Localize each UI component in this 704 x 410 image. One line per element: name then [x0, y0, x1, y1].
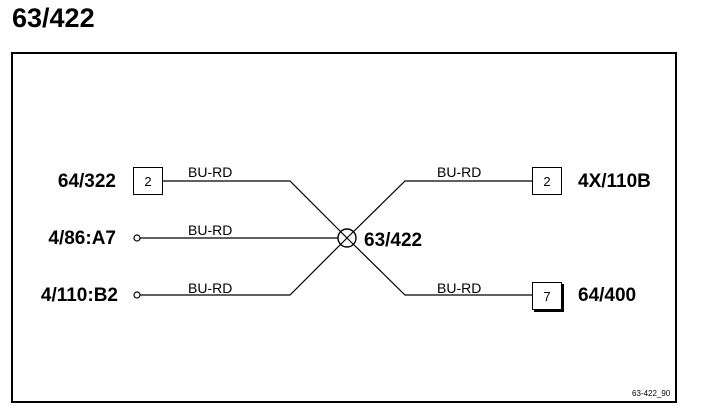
pin-box-64-322: 2 — [133, 167, 163, 195]
pin-box-4x-110b: 2 — [532, 167, 562, 195]
terminal-4-110-b2 — [133, 291, 141, 299]
wire-color-64-322: BU-RD — [188, 164, 233, 180]
wire-4x-110b — [346, 180, 532, 239]
connector-label-4-86-a7: 4/86:A7 — [48, 228, 116, 249]
wire-64-322 — [163, 180, 348, 239]
wire-color-4x-110b: BU-RD — [437, 164, 482, 180]
wire-color-4-110-b2: BU-RD — [188, 280, 233, 296]
connector-label-64-322: 64/322 — [57, 171, 116, 192]
connector-label-64-400: 64/400 — [578, 285, 637, 306]
terminal-4-86-a7 — [133, 234, 141, 242]
wire-4-110-b2 — [140, 237, 348, 296]
diagram-frame — [11, 52, 677, 403]
connector-label-4x-110b: 4X/110B — [578, 171, 651, 192]
reference-code: 63-422_90 — [632, 389, 671, 398]
wire-color-4-86-a7: BU-RD — [188, 222, 233, 238]
wire-color-64-400: BU-RD — [437, 280, 482, 296]
wire-64-400 — [346, 237, 532, 296]
connector-label-4-110-b2: 4/110:B2 — [40, 285, 118, 306]
page-title: 63/422 — [12, 3, 95, 33]
splice-label: 63/422 — [364, 230, 423, 251]
pin-box-64-400: 7 — [532, 282, 562, 310]
splice-icon — [337, 228, 357, 248]
